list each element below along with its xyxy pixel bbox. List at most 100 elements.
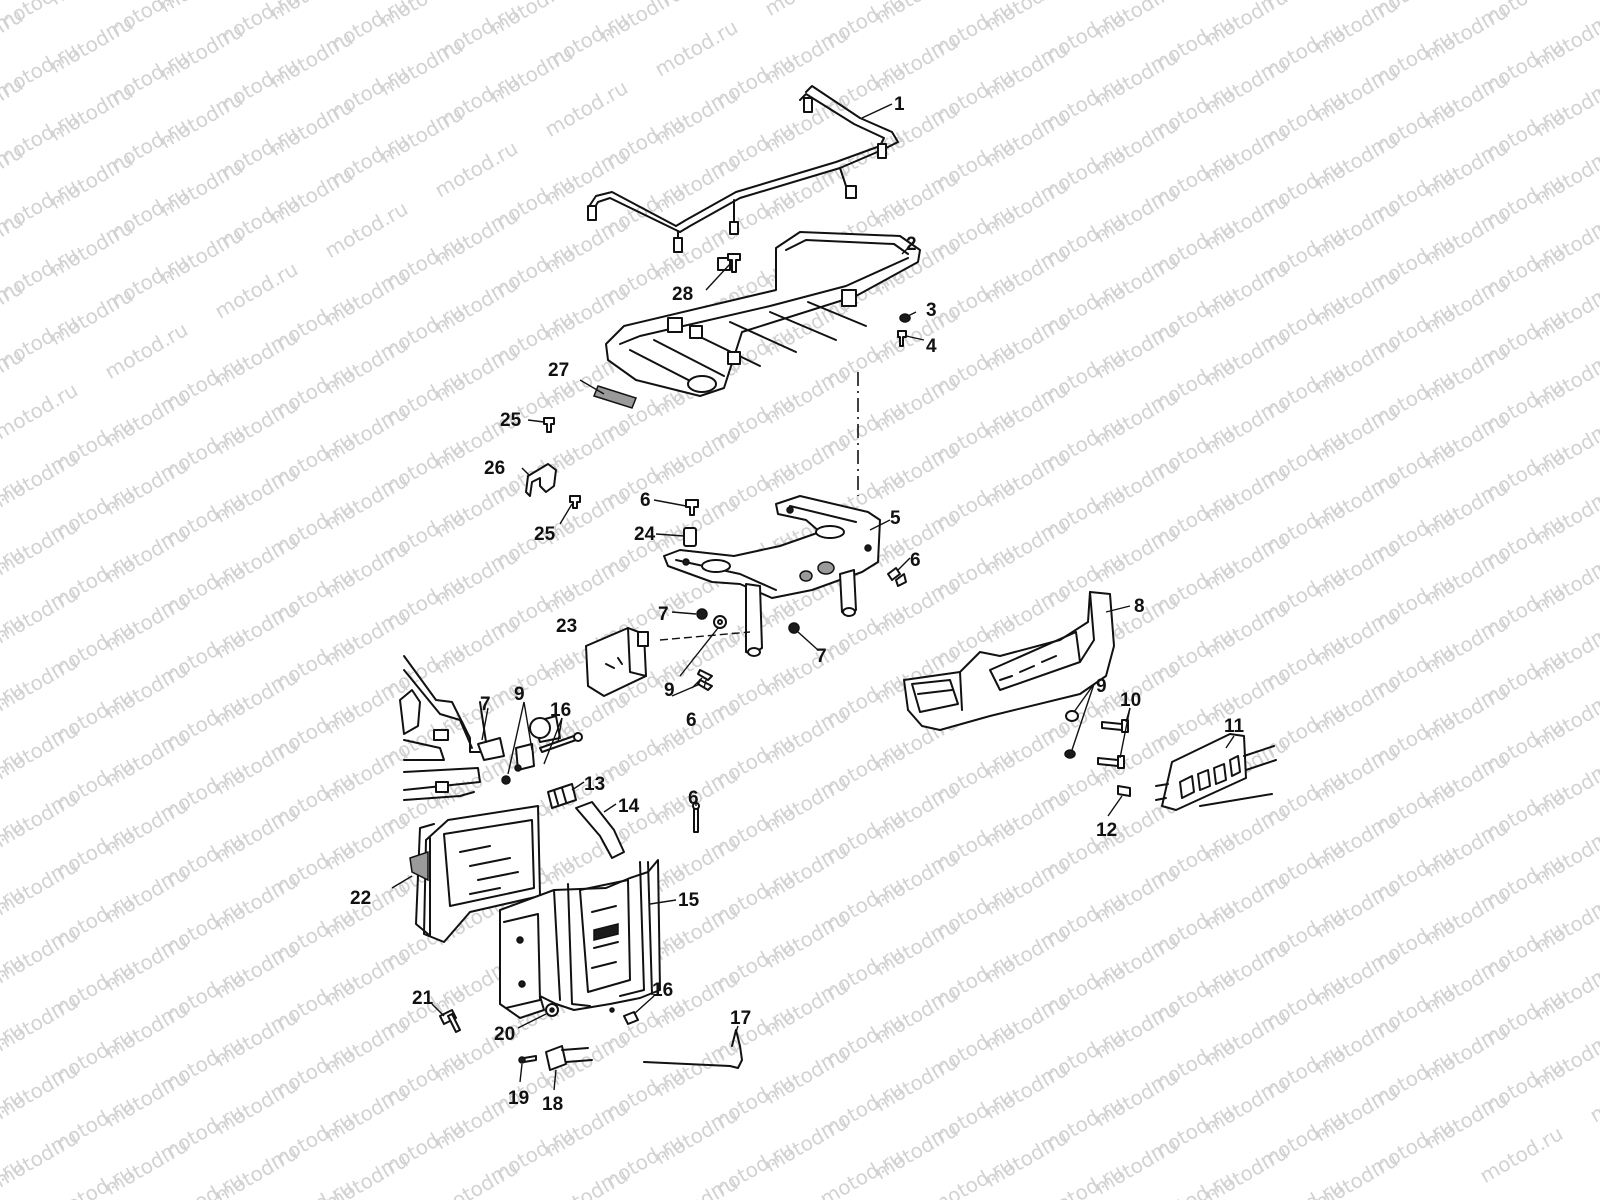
watermark-text: motod.ru	[0, 922, 82, 989]
callout-7: 7	[480, 694, 491, 715]
watermark-text: motod.ru	[266, 0, 357, 25]
alignment-line-23	[659, 631, 751, 641]
callout-12: 12	[1096, 820, 1117, 841]
part-3-nut	[899, 313, 911, 323]
callout-labels: 1 2 3 4 5 6 6 6 6 7 7 7 8 9 9 9 10 11 12…	[350, 94, 1245, 1115]
part-27-decal	[593, 385, 637, 409]
callout-6: 6	[686, 710, 697, 731]
part-25-bolt-lower	[569, 495, 581, 509]
watermark-text: motod.ru	[1201, 0, 1292, 51]
watermark-text: motod.ru	[1311, 1148, 1402, 1200]
callout-15: 15	[678, 890, 700, 911]
watermark-text: motod.ru	[0, 514, 82, 581]
watermark-text: motod.ru	[651, 1171, 742, 1200]
callout-14: 14	[618, 796, 640, 817]
watermark-text: motod.ru	[1586, 1061, 1600, 1128]
callout-22: 22	[350, 888, 371, 909]
callout-7: 7	[816, 646, 827, 667]
part-25-bolt-upper	[543, 417, 555, 433]
watermark-text: motod.ru	[376, 0, 467, 32]
callout-6: 6	[688, 788, 699, 809]
callout-24: 24	[634, 524, 656, 545]
callout-9: 9	[514, 684, 525, 705]
callout-1: 1	[894, 94, 905, 115]
watermark-text: motod.ru	[1476, 1121, 1567, 1188]
watermark-text: motod.ru	[0, 854, 82, 921]
callout-21: 21	[412, 988, 434, 1009]
watermark-text: motod.ru	[321, 1148, 412, 1200]
watermark-text: motod.ru	[541, 75, 632, 142]
part-7-nut-upper	[696, 608, 708, 620]
callout-28: 28	[672, 284, 693, 305]
part-14-strap	[575, 801, 625, 859]
callout-17: 17	[730, 1008, 751, 1029]
callout-7: 7	[658, 604, 669, 625]
watermark-text: motod.ru	[431, 1156, 522, 1200]
callout-16: 16	[550, 700, 571, 721]
part-16-screw-upper	[539, 732, 583, 753]
watermark-text: motod.ru	[46, 0, 137, 10]
part-24-spacer	[683, 527, 697, 547]
watermark-text: motod.ru	[0, 582, 82, 649]
part-16-screw-lower	[623, 1011, 639, 1025]
part-2-rack-tray	[605, 231, 921, 397]
part-26-bracket	[525, 463, 557, 497]
part-1-rack-rail	[587, 85, 899, 253]
callout-4: 4	[926, 336, 937, 357]
watermark-text: motod.ru	[651, 15, 742, 82]
callout-3: 3	[926, 300, 937, 321]
callout-27: 27	[548, 360, 569, 381]
vehicle-frame-left	[399, 655, 561, 801]
callout-25: 25	[500, 410, 522, 431]
watermark-text: motod.ru	[871, 0, 962, 28]
part-6-bolt-top	[685, 499, 699, 516]
part-13-grommet	[547, 783, 577, 809]
callout-23: 23	[556, 616, 577, 637]
watermark-text: motod.ru	[0, 786, 82, 853]
callout-20: 20	[494, 1024, 515, 1045]
part-5-mount-frame	[663, 495, 881, 657]
callout-11: 11	[1224, 716, 1245, 737]
part-6-bolts-right	[887, 567, 907, 587]
callout-9: 9	[664, 680, 675, 701]
callout-10: 10	[1120, 690, 1141, 711]
callout-16: 16	[652, 980, 673, 1001]
watermark-text: motod.ru	[0, 378, 82, 445]
watermark-text: motod.ru	[1531, 0, 1600, 5]
callout-9: 9	[1096, 676, 1107, 697]
part-15-guard	[499, 859, 661, 1019]
watermark-text: motod.ru	[0, 990, 82, 1057]
callout-8: 8	[1134, 596, 1145, 617]
watermark-text: motod.ru	[596, 0, 687, 47]
part-9-washers-right	[1064, 710, 1079, 759]
part-10-bolts	[1097, 719, 1129, 769]
watermark-text: motod.ru	[541, 1163, 632, 1200]
watermark-text: motod.ru	[0, 718, 82, 785]
watermark-text: motod.ru	[101, 317, 192, 384]
callout-25: 25	[534, 524, 556, 545]
part-9-washer-upper	[713, 615, 727, 629]
callout-18: 18	[542, 1094, 563, 1115]
watermark-text: motod.ru	[156, 0, 247, 17]
callout-26: 26	[484, 458, 505, 479]
part-12-bolt	[1117, 785, 1131, 797]
part-21-bolt	[439, 1009, 461, 1033]
part-19-screw	[518, 1055, 537, 1064]
watermark-text: motod.ru	[1091, 0, 1182, 43]
watermark-text: motod.ru	[761, 0, 852, 21]
watermark-text: motod.ru	[211, 1141, 302, 1200]
callout-19: 19	[508, 1088, 529, 1109]
watermark-text: motod.ru	[0, 446, 82, 513]
watermark-text: motod.ru	[0, 1126, 82, 1193]
watermark-text: motod.ru	[321, 196, 412, 263]
callout-2: 2	[906, 234, 917, 255]
callout-5: 5	[890, 508, 901, 529]
part-23-module	[585, 627, 649, 697]
callout-6: 6	[910, 550, 921, 571]
part-8-rear-bumper	[903, 591, 1115, 731]
leader-lines	[391, 103, 1235, 1091]
watermark-text: motod.ru	[0, 650, 82, 717]
part-18-plate	[545, 1045, 593, 1071]
